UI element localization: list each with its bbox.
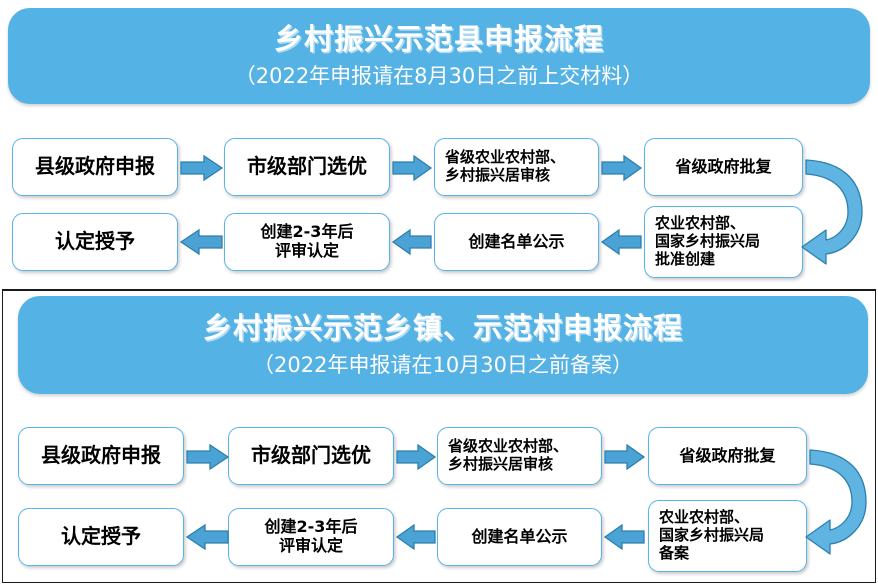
node-county-gov-apply-2[interactable]: 县级政府申报 xyxy=(18,427,184,485)
node-province-gov-approve-1[interactable]: 省级政府批复 xyxy=(644,138,803,196)
node-ministry-record-filing-2[interactable]: 农业农村部、 国家乡村振兴局 备案 xyxy=(648,500,807,572)
banner-title-county: 乡村振兴示范县申报流程 xyxy=(273,22,604,57)
node-certification-award-1[interactable]: 认定授予 xyxy=(12,213,178,271)
arrow-city-to-province-agri-2 xyxy=(396,443,437,471)
node-province-agri-review-1[interactable]: 省级农业农村部、 乡村振兴居审核 xyxy=(434,138,599,196)
node-province-agri-review-2[interactable]: 省级农业农村部、 乡村振兴居审核 xyxy=(437,427,602,485)
arrow-publicity-to-review-1 xyxy=(391,228,432,256)
banner-township-flow: 乡村振兴示范乡镇、示范村申报流程 （2022年申报请在10月30日之前备案） xyxy=(18,296,868,394)
arrow-ministry-to-publicity-2 xyxy=(603,523,645,551)
banner-county-flow: 乡村振兴示范县申报流程 （2022年申报请在8月30日之前上交材料） xyxy=(8,8,870,104)
arrow-agri-to-province-gov-1 xyxy=(601,154,643,182)
banner-subtitle-township: （2022年申报请在10月30日之前备案） xyxy=(253,352,633,377)
node-creation-list-publicity-1[interactable]: 创建名单公示 xyxy=(434,213,599,271)
arrow-ministry-to-publicity-1 xyxy=(600,228,642,256)
arrow-province-gov-to-ministry-1 xyxy=(801,159,863,265)
node-city-dept-select-2[interactable]: 市级部门选优 xyxy=(228,427,394,485)
node-city-dept-select-1[interactable]: 市级部门选优 xyxy=(224,138,390,196)
node-province-gov-approve-2[interactable]: 省级政府批复 xyxy=(648,427,807,485)
arrow-review-to-certification-1 xyxy=(179,228,223,256)
arrow-province-gov-to-ministry-2 xyxy=(805,449,867,555)
node-county-gov-apply-1[interactable]: 县级政府申报 xyxy=(12,138,178,196)
node-review-after-2-3-years-2[interactable]: 创建2-3年后 评审认定 xyxy=(228,508,394,566)
arrow-agri-to-province-gov-2 xyxy=(604,443,646,471)
arrow-review-to-certification-2 xyxy=(185,523,229,551)
lower-frame-top-border xyxy=(2,289,876,291)
arrow-county-to-city-2 xyxy=(186,443,230,471)
node-creation-list-publicity-2[interactable]: 创建名单公示 xyxy=(437,508,602,566)
arrow-city-to-province-agri-1 xyxy=(392,154,433,182)
node-review-after-2-3-years-1[interactable]: 创建2-3年后 评审认定 xyxy=(224,213,390,271)
arrow-county-to-city-1 xyxy=(180,154,224,182)
node-certification-award-2[interactable]: 认定授予 xyxy=(18,508,184,566)
banner-title-township: 乡村振兴示范乡镇、示范村申报流程 xyxy=(202,311,683,346)
arrow-publicity-to-review-2 xyxy=(395,523,436,551)
banner-subtitle-county: （2022年申报请在8月30日之前上交材料） xyxy=(234,63,644,88)
node-ministry-approve-create-1[interactable]: 农业农村部、 国家乡村振兴局 批准创建 xyxy=(644,206,803,278)
